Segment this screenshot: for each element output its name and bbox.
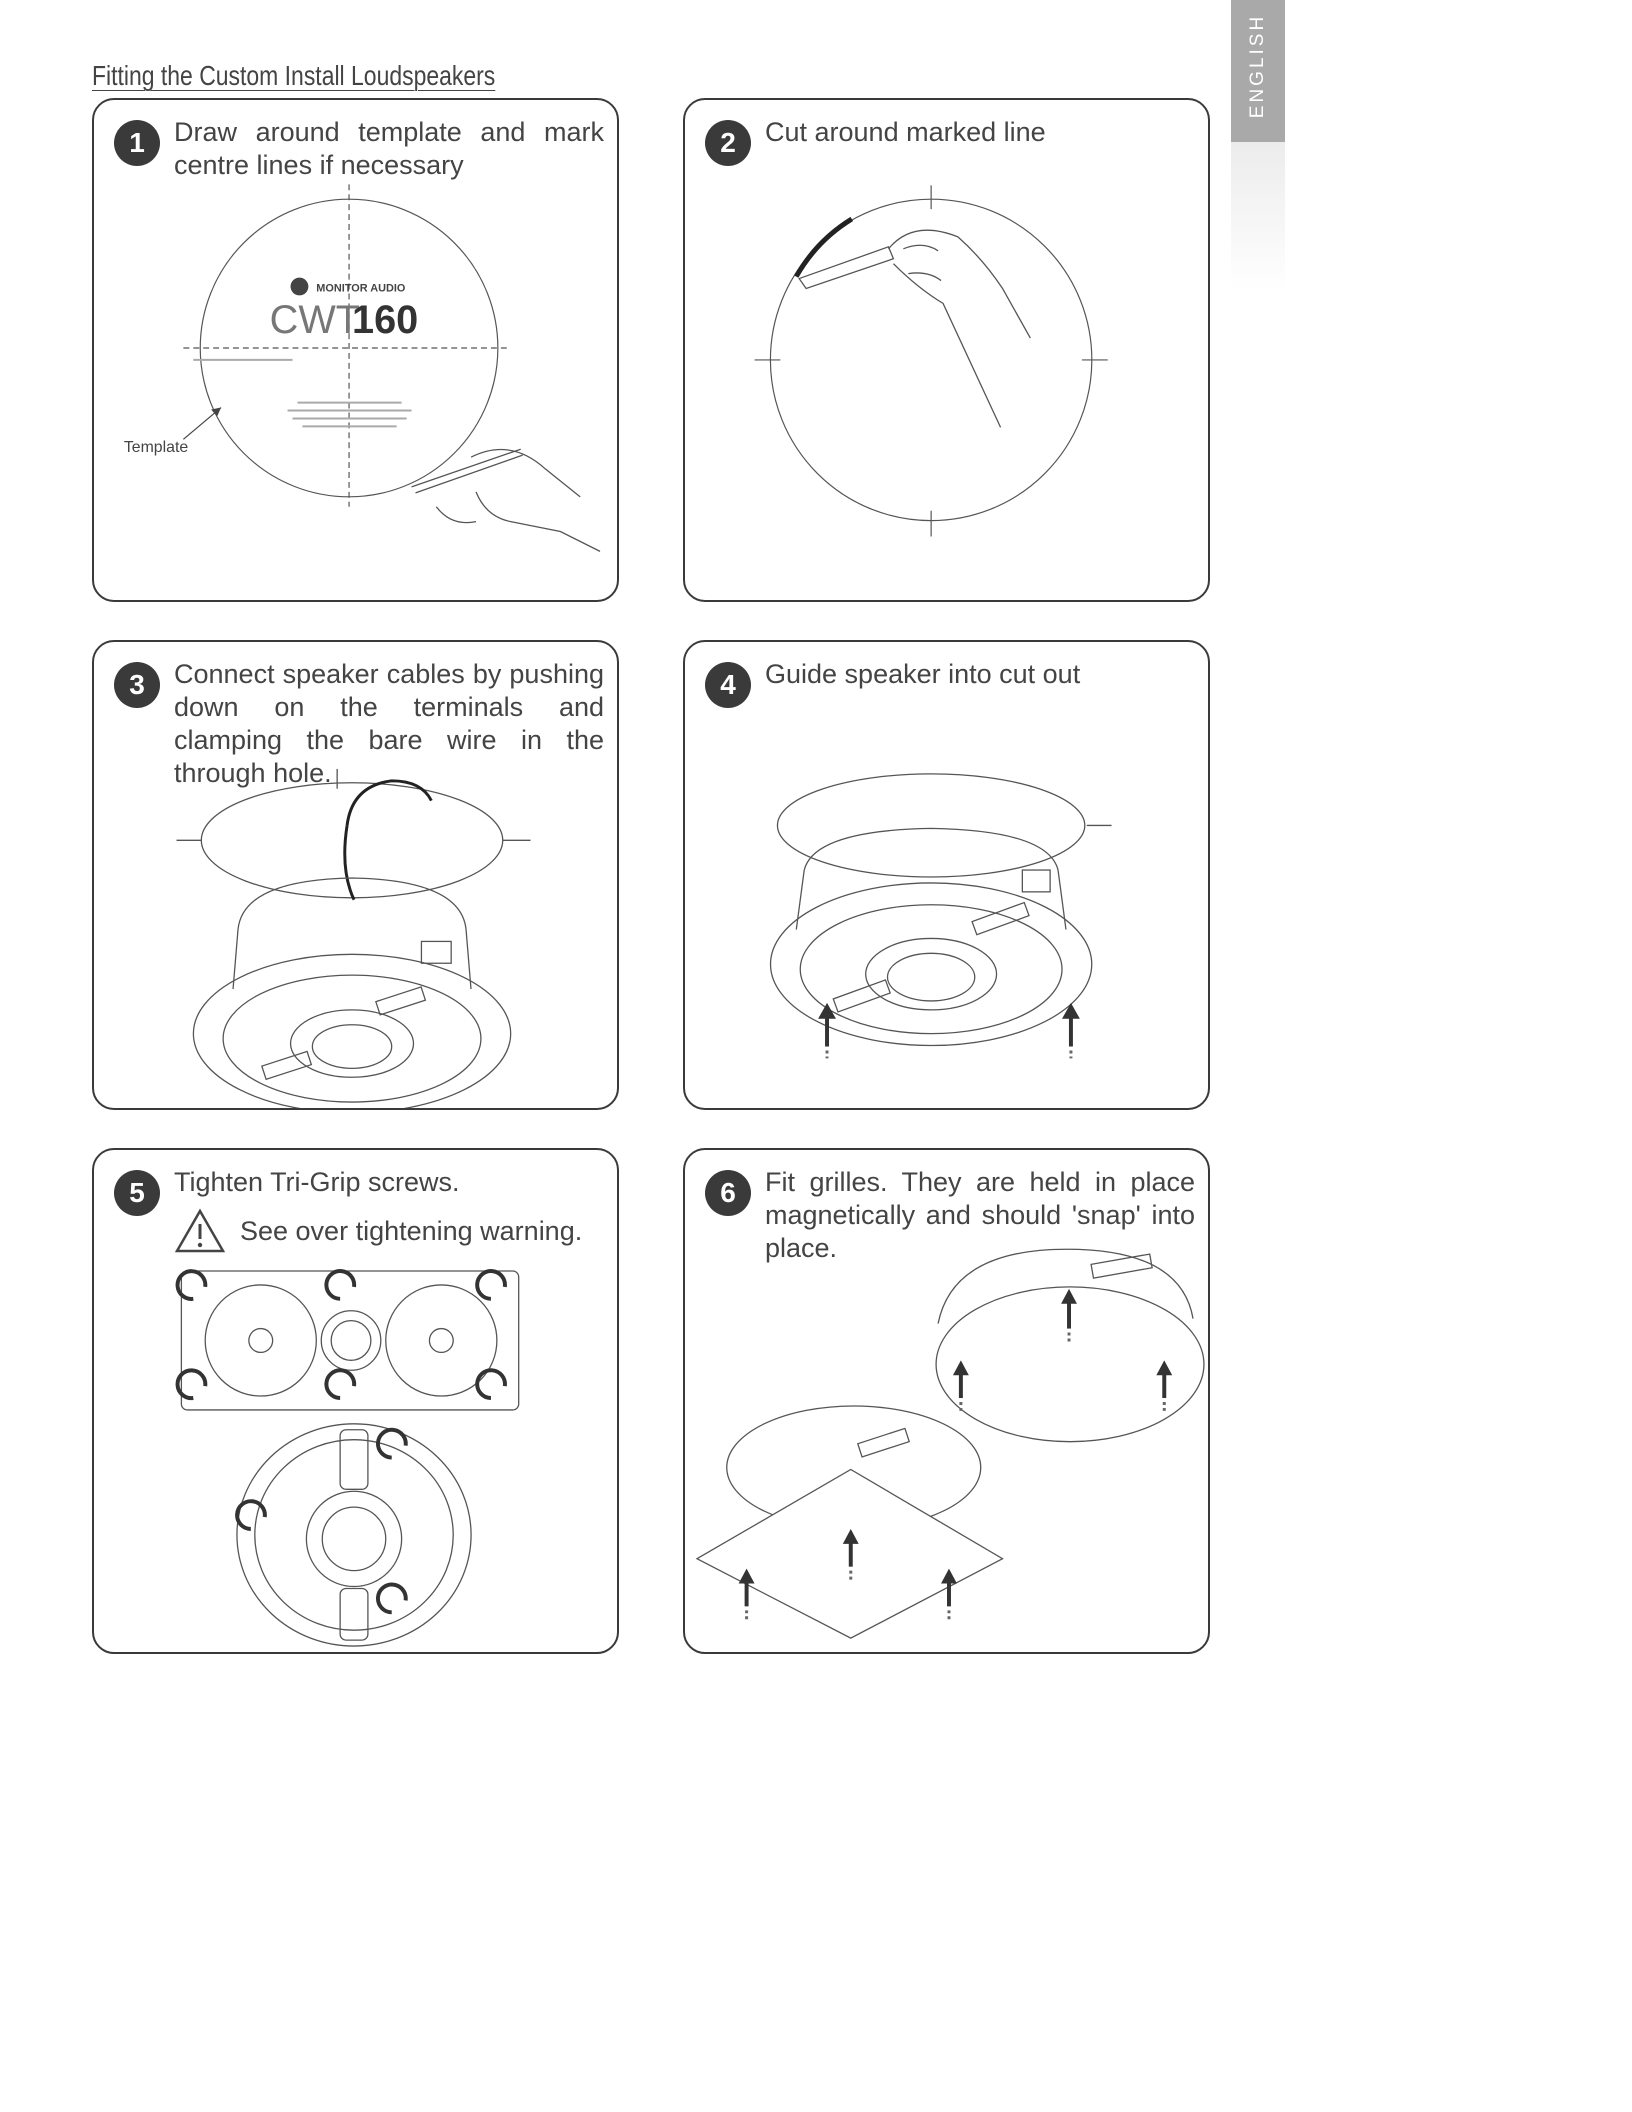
warning-text: See over tightening warning. [240,1215,583,1246]
step-5-panel: 5 Tighten Tri-Grip screws. See over tigh… [92,1148,619,1654]
step-number-badge: 3 [114,662,160,708]
rotate-screw-arrow-icon [235,1427,408,1615]
fit-grilles-illustration [695,1248,1205,1639]
step-3-instruction: Connect speaker cables by pushing down o… [174,659,604,788]
step-6-panel: 6 Fit grilles. They are held in place ma… [683,1148,1210,1654]
step-number-badge: 6 [705,1170,751,1216]
hand-with-saw-icon [798,229,1031,428]
language-tab-shadow [1231,142,1285,292]
step-3-panel: 3 Connect speaker cables by pushing down… [92,640,619,1110]
tighten-screws-illustration [175,1269,520,1647]
step-number-badge: 5 [114,1170,160,1216]
step-4-panel: 4 Guide speaker into cut out [683,640,1210,1110]
step-5-instruction: Tighten Tri-Grip screws. [174,1167,460,1197]
step-number-badge: 1 [114,120,160,166]
template-drawing-illustration: MONITOR AUDIO CWT 160 Template [124,184,601,552]
hand-with-pencil-icon [411,448,601,552]
speaker-body-icon [769,827,1093,1047]
push-up-arrow-icon [818,1002,836,1059]
cut-line-mark [794,216,854,278]
step-4-instruction: Guide speaker into cut out [765,659,1081,689]
template-brand: MONITOR AUDIO [316,282,406,294]
template-label: Template [124,439,189,456]
step-number-badge: 2 [705,120,751,166]
template-model-bold: 160 [352,298,418,342]
step-2-panel: 2 Cut around marked line [683,98,1210,602]
language-tab: ENGLISH [1231,0,1285,142]
round-grille-icon [935,1248,1205,1443]
push-up-arrow-icon [1061,1288,1077,1345]
step-2-instruction: Cut around marked line [765,117,1046,147]
monitor-audio-logo-icon [290,277,309,296]
step-6-instruction: Fit grilles. They are held in place magn… [765,1167,1195,1263]
push-up-arrow-icon [842,1528,859,1583]
warning-triangle-icon [174,1208,226,1253]
rotate-screw-arrow-icon [175,1269,507,1401]
push-up-arrow-icon [952,1360,969,1412]
speaker-cable [345,779,433,826]
step-number-badge: 4 [705,662,751,708]
cut-around-line-illustration [754,185,1108,537]
push-up-arrow-icon [1156,1360,1173,1412]
language-tab-label: ENGLISH [1247,13,1268,119]
step-1-panel: 1 Draw around template and mark centre l… [92,98,619,602]
round-speaker-icon [236,1423,472,1647]
page-title: Fitting the Custom Install Loudspeakers [92,60,496,91]
square-grille-icon [695,1405,1004,1639]
centre-channel-speaker-icon [180,1270,520,1411]
speaker-wiring-illustration [176,768,531,1108]
overtightening-warning: See over tightening warning. [174,1208,582,1254]
template-model-light: CWT [270,298,360,342]
speaker-body-icon [192,877,512,1108]
step-1-instruction: Draw around template and mark centre lin… [174,117,604,180]
push-up-arrow-icon [1062,1002,1080,1059]
guide-into-cutout-illustration [769,773,1112,1059]
